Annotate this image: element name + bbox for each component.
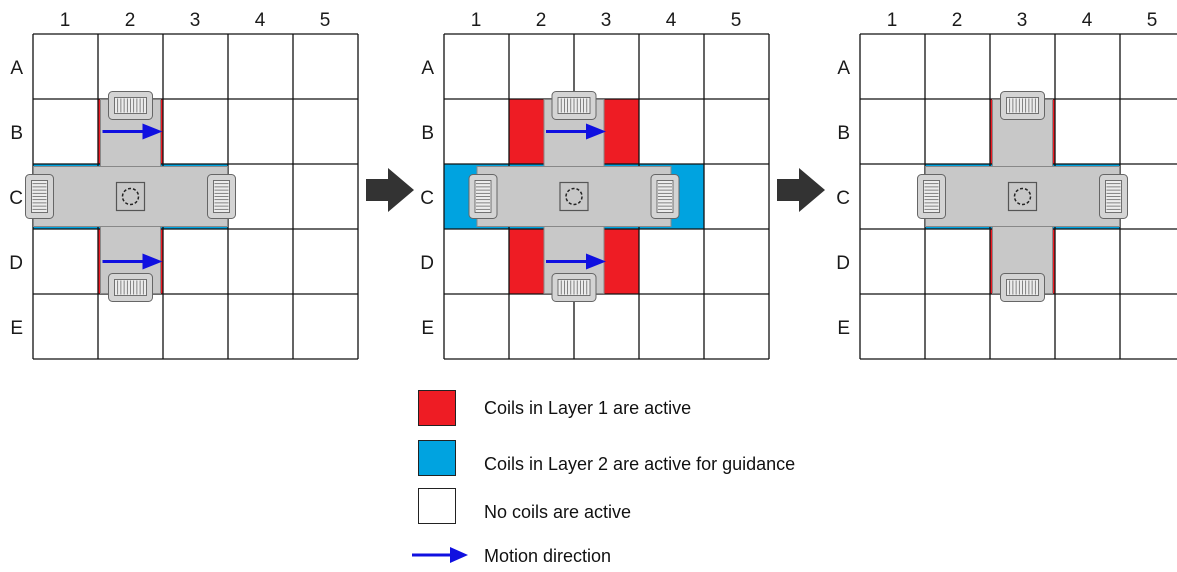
legend-motion-arrow — [412, 547, 468, 563]
column-label: 3 — [1017, 10, 1028, 31]
column-label: 1 — [60, 10, 71, 31]
legend-swatch-layer2 — [418, 440, 456, 476]
legend-swatch-none — [418, 488, 456, 524]
row-label: B — [10, 123, 23, 144]
legend-label-motion: Motion direction — [484, 546, 612, 566]
mover-hub — [102, 168, 159, 225]
mover-center-frame — [115, 181, 146, 212]
row-label: A — [10, 58, 23, 79]
column-label: 4 — [1082, 10, 1093, 31]
motion-arrow-head — [586, 123, 606, 140]
row-label: C — [9, 188, 23, 209]
legend-label-layer1: Coils in Layer 1 are active — [484, 398, 692, 418]
row-label: A — [421, 58, 434, 79]
row-label: B — [421, 123, 434, 144]
row-label: E — [10, 318, 23, 339]
column-label: 5 — [320, 10, 331, 31]
row-label: C — [836, 188, 850, 209]
row-label: B — [837, 123, 850, 144]
row-label: A — [837, 58, 850, 79]
panel-3: 1 2 3 4 5A B C D E — [836, 10, 1177, 360]
row-label: D — [836, 253, 850, 274]
column-label: 4 — [666, 10, 677, 31]
row-label: C — [420, 188, 434, 209]
motion-arrow-head — [142, 123, 163, 140]
row-label: E — [421, 318, 434, 339]
legend-label-none: No coils are active — [484, 502, 632, 522]
panel-2: 1 2 3 4 5A B C D E — [420, 10, 770, 360]
mover-center-frame — [559, 181, 589, 212]
row-label: E — [837, 318, 850, 339]
motion-arrow-head — [142, 253, 163, 270]
step-arrow — [366, 168, 414, 212]
row-label: D — [9, 253, 23, 274]
mover-center-frame — [1007, 181, 1038, 212]
legend-label-layer2: Coils in Layer 2 are active for guidance — [484, 454, 796, 474]
mover-center-marker — [1013, 187, 1032, 206]
column-label: 5 — [1147, 10, 1158, 31]
column-label: 1 — [887, 10, 898, 31]
legend-swatch-layer1 — [418, 390, 456, 426]
panel-1: 1 2 3 4 5A B C D E — [9, 10, 359, 360]
step-arrow — [777, 168, 825, 212]
mover-hub — [994, 168, 1051, 225]
column-label: 3 — [601, 10, 612, 31]
motion-arrow-head — [586, 253, 606, 270]
column-label: 2 — [952, 10, 963, 31]
mover-center-marker — [121, 187, 140, 206]
mover-center-marker — [565, 187, 583, 206]
column-label: 5 — [731, 10, 742, 31]
row-label: D — [420, 253, 434, 274]
mover-hub — [546, 168, 602, 225]
column-label: 2 — [125, 10, 136, 31]
column-label: 2 — [536, 10, 547, 31]
column-label: 1 — [471, 10, 482, 31]
column-label: 3 — [190, 10, 201, 31]
column-label: 4 — [255, 10, 266, 31]
